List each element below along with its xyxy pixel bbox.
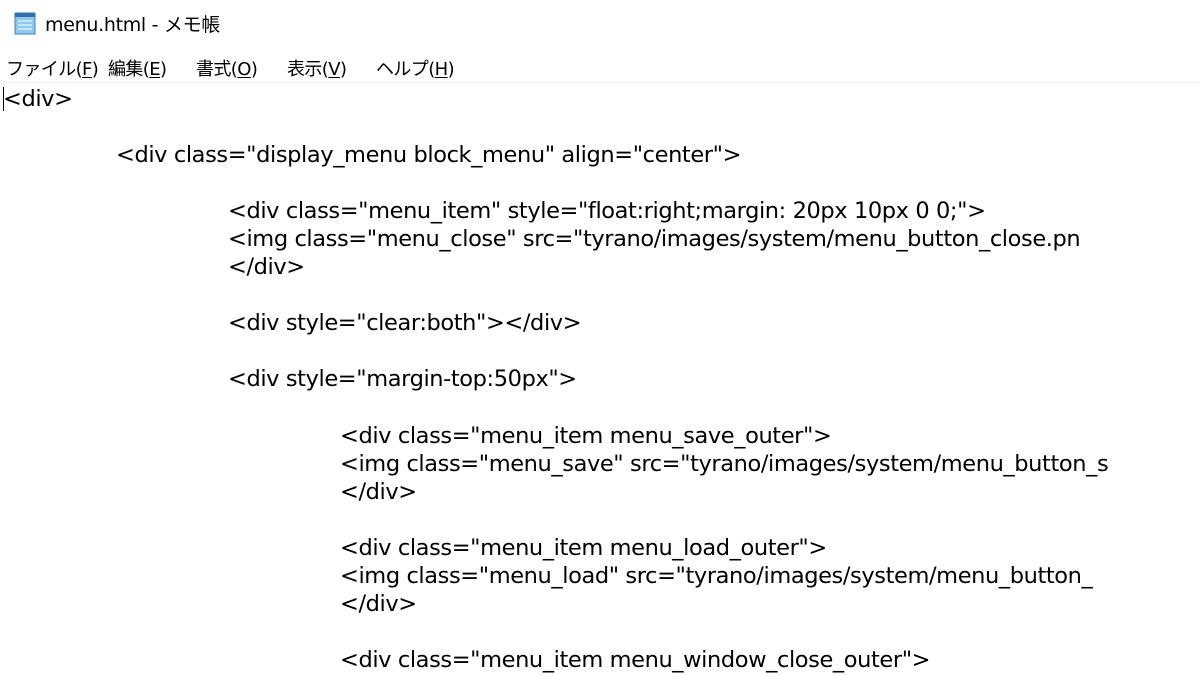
code-line: <div class="menu_item" style="float:righ… [228,198,986,224]
menu-view-close: ) [339,59,347,80]
menu-help-key: H [434,59,449,80]
menu-help-close: ) [447,59,455,80]
menu-help-label: ヘルプ( [376,59,435,80]
menu-separator [0,82,1200,83]
menu-edit-close: ) [160,59,167,80]
code-line: <div class="menu_item menu_save_outer"> [340,423,832,449]
menu-format-close: ) [250,59,258,80]
code-line: </div> [340,479,417,505]
code-line: </div> [228,254,305,280]
code-line: <div style="margin-top:50px"> [228,366,577,392]
menu-view-key: V [328,59,340,80]
menu-file[interactable]: ファイル(F) [6,55,99,81]
menu-edit[interactable]: 編集(E) [108,55,167,81]
code-line: <div class="menu_item menu_window_close_… [340,647,931,673]
menu-format[interactable]: 書式(O) [196,55,258,81]
code-line: <img class="menu_load" src="tyrano/image… [340,563,1093,589]
menu-file-label: ファイル( [6,59,83,80]
code-line: </div> [340,591,417,617]
code-line: <div> [3,86,73,112]
menu-format-key: O [237,59,251,80]
menu-format-label: 書式( [196,59,238,80]
menu-file-key: F [82,59,92,80]
text-editor[interactable]: <div> <div class="display_menu block_men… [0,83,1200,675]
code-line: <img class="menu_close" src="tyrano/imag… [228,226,1081,252]
code-line: <div class="display_menu block_menu" ali… [116,142,742,168]
window-title: menu.html - メモ帳 [45,14,221,36]
title-bar: menu.html - メモ帳 [0,0,1200,48]
code-line: <div style="clear:both"></div> [228,310,582,336]
text-caret [3,87,4,111]
code-line: <img class="menu_save" src="tyrano/image… [340,451,1109,477]
menu-help[interactable]: ヘルプ(H) [376,55,455,81]
menu-view-label: 表示( [287,59,329,80]
menu-bar: ファイル(F) 編集(E) 書式(O) 表示(V) ヘルプ(H) [0,50,1200,82]
code-line: <div class="menu_item menu_load_outer"> [340,535,827,561]
menu-file-close: ) [91,59,99,80]
menu-edit-key: E [149,59,161,80]
notepad-icon [14,12,36,35]
menu-edit-label: 編集( [108,59,150,80]
menu-view[interactable]: 表示(V) [287,55,347,81]
